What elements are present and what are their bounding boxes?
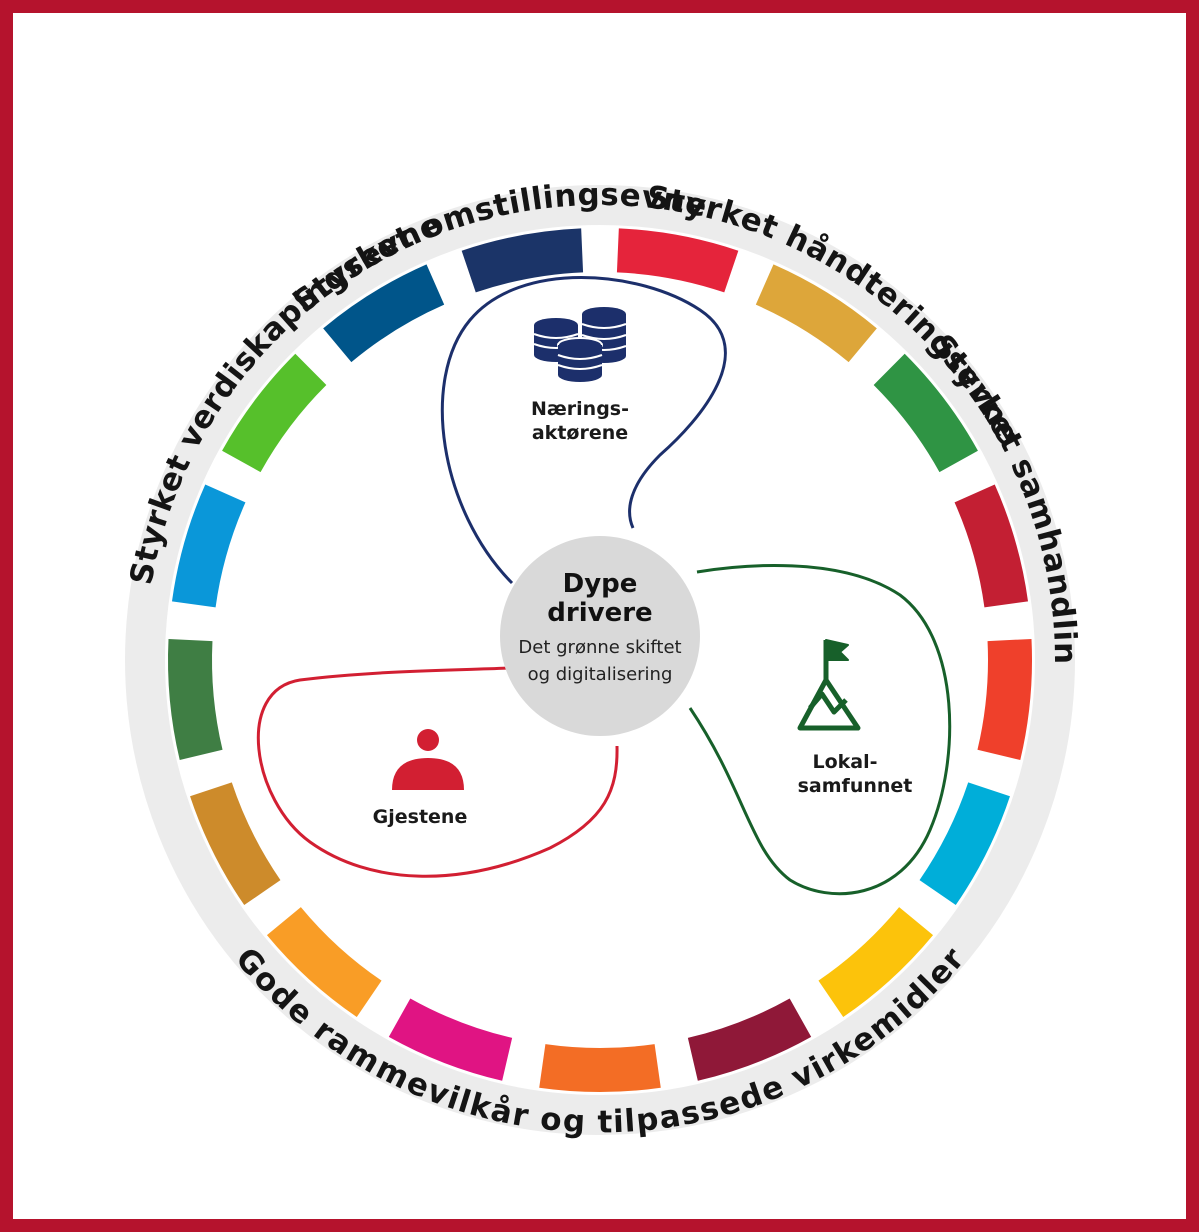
ring-segment <box>919 782 1010 906</box>
ring-segment <box>687 998 812 1081</box>
mountain-flag-icon <box>797 639 861 731</box>
hub-subtitle-line2: og digitalisering <box>528 664 673 685</box>
ring-segment <box>266 907 382 1018</box>
ring-segment <box>616 228 739 293</box>
ring-segment <box>167 638 223 760</box>
ring-segment <box>954 484 1029 608</box>
ring-segment <box>190 782 281 906</box>
hub-subtitle-line1: Det grønne skiftet <box>518 637 681 658</box>
node-label-naering-line2: aktørene <box>532 422 628 444</box>
hub-title-line2: drivere <box>547 598 652 628</box>
hub-title-line1: Dype <box>563 569 638 599</box>
node-label-gjest: Gjestene <box>373 806 468 828</box>
person-icon <box>392 729 464 790</box>
loop-gjest <box>256 666 619 878</box>
ring-segment <box>323 264 445 363</box>
hub-circle <box>500 536 700 736</box>
outer-ring <box>125 185 1075 1135</box>
loop-naering <box>440 276 727 585</box>
ring-segment <box>818 907 934 1018</box>
ring-segment <box>873 353 978 473</box>
ring-segment <box>461 228 584 293</box>
node-label-lokal-line2: samfunnet <box>798 775 913 797</box>
ring-segment <box>977 638 1033 760</box>
ring-segment <box>539 1044 661 1092</box>
stacked-coins-icon <box>533 307 627 382</box>
ring-segment <box>222 353 327 473</box>
node-label-lokal-line1: Lokal- <box>812 751 877 773</box>
ring-segment <box>755 264 877 363</box>
ring-segment <box>388 998 513 1081</box>
color-segments <box>167 228 1033 1092</box>
ring-segment <box>171 484 246 608</box>
node-label-naering-line1: Nærings- <box>531 398 629 420</box>
loop-lokal <box>688 564 952 896</box>
